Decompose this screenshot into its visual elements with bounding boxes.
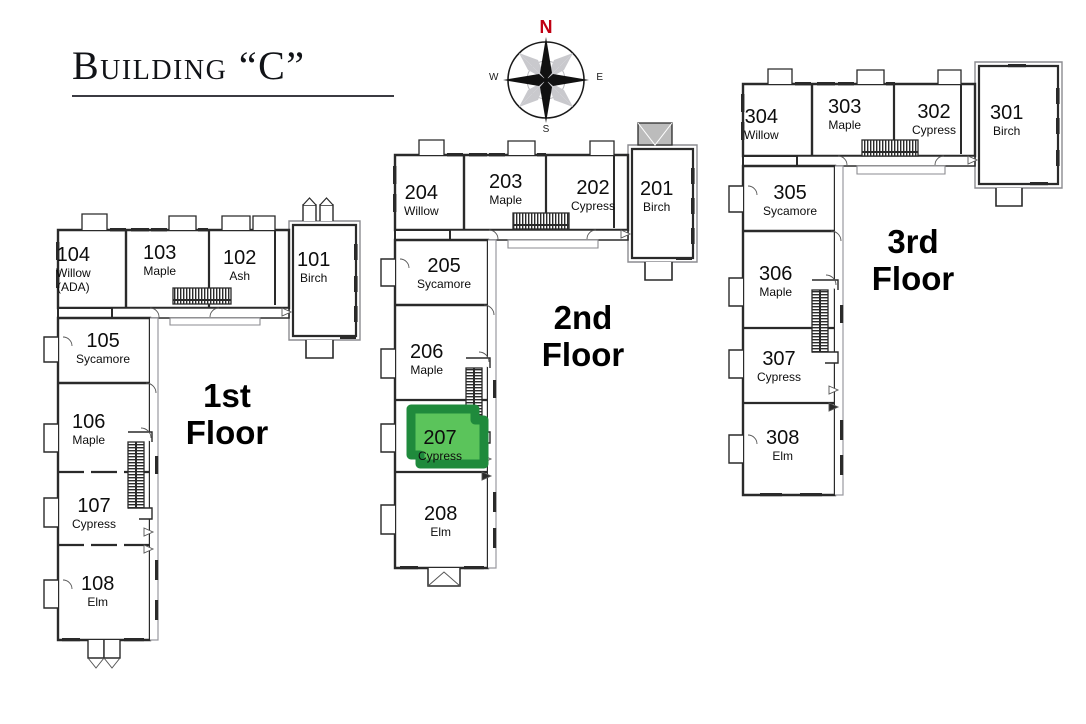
highlighted-room-207[interactable] — [406, 404, 489, 469]
room-outline-301 — [974, 61, 1063, 207]
rooms-outline-105-108 — [43, 316, 159, 669]
floor-caption-3rd: 3rd Floor — [871, 223, 955, 297]
floor-caption-1st: 1st Floor — [185, 377, 269, 451]
floorplan-3rd-floor — [728, 61, 1063, 497]
compass-west-label: W — [489, 72, 499, 83]
page-title: Building “C” — [72, 43, 306, 88]
room-outline-201 — [627, 122, 698, 281]
rooms-outline-302-304 — [741, 68, 979, 175]
page-title-block: Building “C” — [72, 46, 412, 97]
compass-east-label: E — [596, 72, 603, 83]
floor-caption-2nd: 2nd Floor — [541, 299, 625, 373]
rooms-outline-305-308 — [728, 164, 844, 497]
rooms-outline-202-204 — [393, 139, 632, 249]
rooms-outline-102-104 — [56, 213, 293, 326]
compass-north-label: N — [539, 17, 553, 37]
floorplan-2nd-floor — [380, 122, 698, 587]
compass-rose: N W E S — [486, 18, 606, 138]
compass-south-label: S — [542, 124, 550, 135]
title-underline-rule — [72, 95, 394, 97]
room-outline-101 — [288, 197, 361, 359]
floorplan-1st-floor — [43, 197, 361, 669]
compass-rose-icon — [503, 37, 589, 123]
